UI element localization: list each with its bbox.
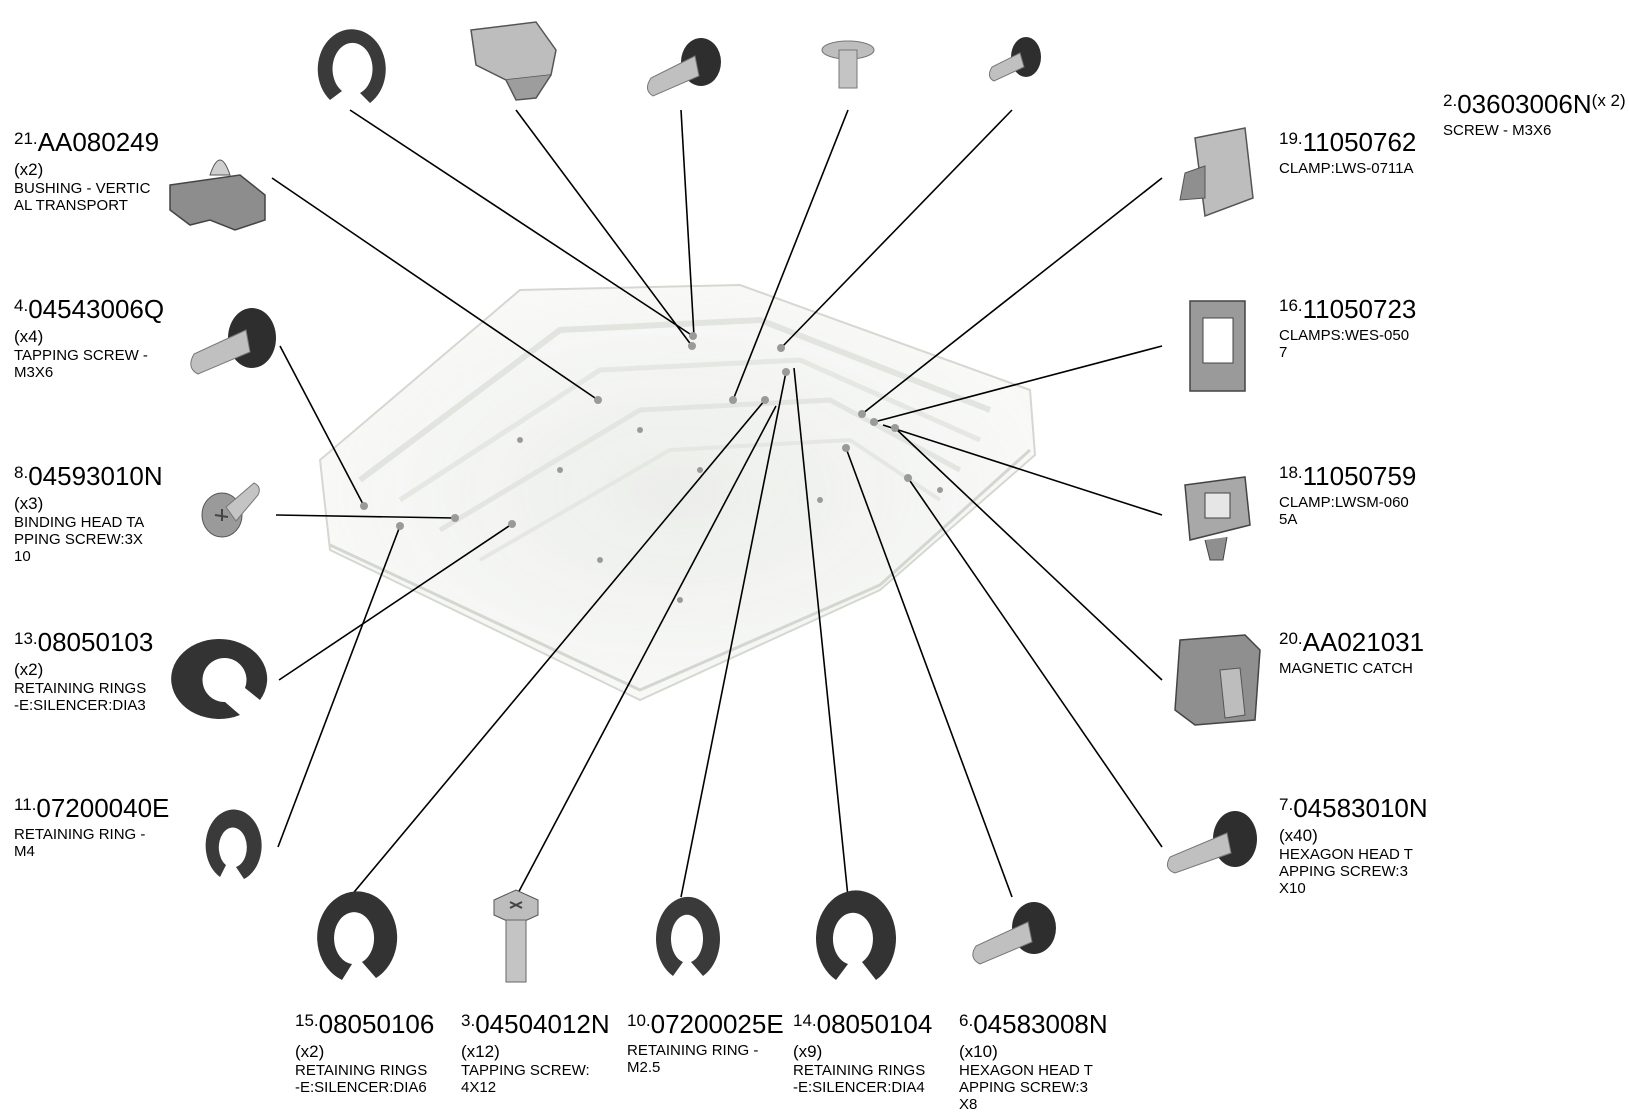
part-label: 2.03603006N(x 2) SCREW - M3X6 — [1443, 89, 1626, 139]
hexagon-head-screw-3x8-icon — [972, 902, 1056, 965]
retaining-ring-dia3-icon — [171, 638, 268, 719]
retaining-ring-dia4-icon — [816, 890, 896, 980]
part-label: 6.04583008N (x10)HEXAGON HEAD T APPING S… — [959, 1009, 1108, 1113]
retaining-ring-dia6-icon — [317, 891, 398, 980]
retaining-ring-icon — [317, 29, 386, 103]
part-label: 20.AA021031 MAGNETIC CATCH — [1279, 627, 1425, 677]
hex-screw-icon — [647, 38, 721, 97]
clip-icon — [470, 21, 557, 101]
clamp-wes-icon — [1189, 300, 1246, 392]
part-label: 15.08050106 (x2)RETAINING RINGS -E:SILEN… — [295, 1009, 435, 1096]
clamp-lwsm-icon — [1184, 476, 1251, 561]
part-label: 19.11050762 CLAMP:LWS-0711A — [1279, 127, 1417, 177]
hex-screw-small-icon — [988, 37, 1041, 82]
tapping-screw-icon — [190, 308, 276, 375]
pin-icon — [821, 40, 875, 89]
part-label: 11.07200040E RETAINING RING - M4 — [14, 793, 170, 860]
assembly-ghost — [318, 283, 1037, 702]
retaining-ring-m25-icon — [656, 896, 720, 976]
part-label: 7.04583010N (x40)HEXAGON HEAD T APPING S… — [1279, 793, 1428, 897]
part-label: 14.08050104 (x9)RETAINING RINGS -E:SILEN… — [793, 1009, 933, 1096]
part-label: 8.04593010N (x3)BINDING HEAD TA PPING SC… — [14, 461, 163, 565]
retaining-ring-m4-icon — [205, 809, 262, 879]
part-label: 16.11050723 CLAMPS:WES-050 7 — [1279, 294, 1417, 361]
hexagon-head-screw-icon — [1166, 811, 1257, 874]
magnetic-catch-icon — [1174, 634, 1261, 726]
part-label: 21.AA080249 (x2)BUSHING - VERTIC AL TRAN… — [14, 127, 160, 214]
part-label: 13.08050103 (x2)RETAINING RINGS -E:SILEN… — [14, 627, 154, 714]
binding-head-screw-icon — [201, 482, 260, 538]
part-label: 4.04543006Q (x4)TAPPING SCREW - M3X6 — [14, 294, 165, 381]
leader-lines — [271, 109, 1163, 898]
part-label: 18.11050759 CLAMP:LWSM-060 5A — [1279, 461, 1417, 528]
clamp-lws-icon — [1179, 127, 1254, 218]
part-label: 3.04504012N (x12)TAPPING SCREW: 4X12 — [461, 1009, 610, 1096]
part-label: 10.07200025E RETAINING RING - M2.5 — [627, 1009, 784, 1076]
tapping-screw-4x12-icon — [493, 889, 539, 983]
assembly-fastener-dots — [360, 332, 943, 603]
bushing-icon — [169, 159, 266, 231]
